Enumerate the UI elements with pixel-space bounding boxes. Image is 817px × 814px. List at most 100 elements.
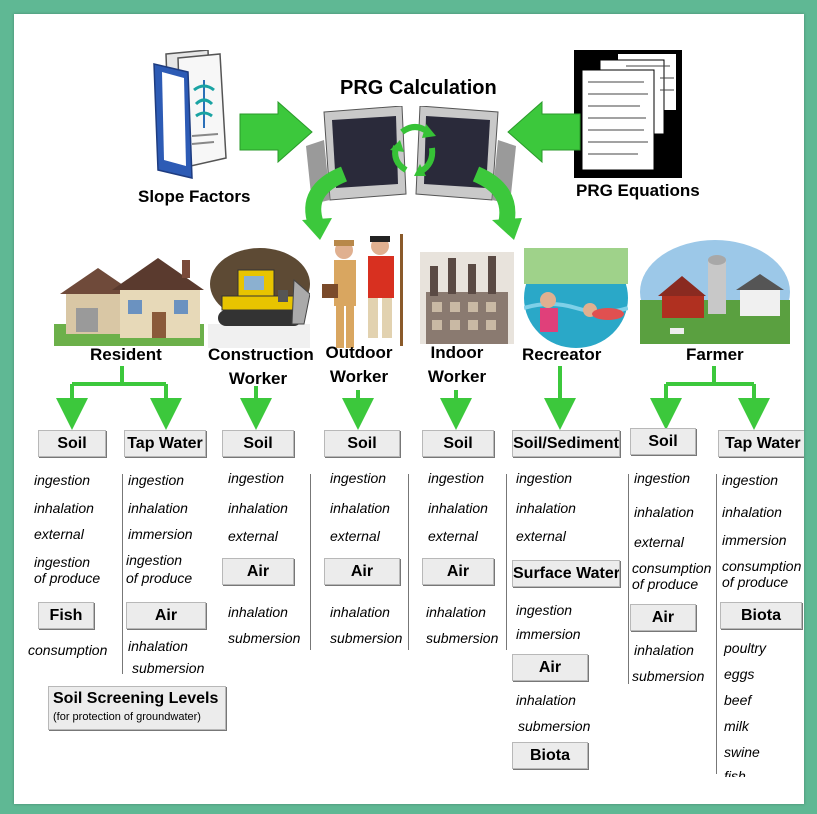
outdoor-air-header: Air (324, 558, 400, 585)
resident-soil-item: external (34, 526, 84, 542)
farmer-tap-header: Tap Water (718, 430, 804, 457)
recreator-soil-header: Soil/Sediment (512, 430, 620, 457)
construction-soil-item: ingestion (228, 470, 285, 486)
outdoor-worker-label: Outdoor Worker (316, 342, 402, 387)
house-icon (54, 254, 204, 346)
indoor-air-item: inhalation (426, 604, 486, 620)
recreator-soil-item: ingestion (516, 470, 573, 486)
farmer-biota-item: poultry (724, 640, 767, 656)
farmer-biota-item: milk (724, 718, 749, 734)
indoor-soil-item: ingestion (428, 470, 485, 486)
recreator-sw-item: immersion (516, 626, 581, 642)
farmer-tap-item: consumption (722, 558, 802, 574)
farmer-soil-item: ingestion (634, 470, 691, 486)
slope-factors-label: Slope Factors (138, 187, 251, 206)
recreator-biota-header: Biota (512, 742, 588, 769)
divider-line (628, 474, 629, 684)
resident-soil-item: of produce (34, 570, 101, 586)
indoor-air-item: submersion (426, 630, 499, 646)
resident-label: Resident (90, 345, 162, 364)
divider-line (506, 474, 507, 650)
farmer-biota-item: beef (724, 692, 752, 708)
ssl-header: Soil Screening Levels (53, 690, 219, 707)
construction-label-line2: Worker (228, 369, 288, 388)
farmer-tap-item: of produce (722, 574, 789, 590)
outdoor-air-item: inhalation (330, 604, 390, 620)
resident-tap-item: of produce (126, 570, 193, 586)
ssl-subtitle: (for protection of groundwater) (53, 711, 201, 723)
prg-equations-label: PRG Equations (576, 181, 700, 200)
resident-tap-item: inhalation (128, 500, 188, 516)
farmer-soil-header: Soil (630, 428, 696, 455)
indoor-label-line2: Worker (427, 367, 487, 386)
ssl-box: Soil Screening Levels (for protection of… (48, 686, 226, 730)
farmer-air-item: submersion (632, 668, 705, 684)
recreator-soil-item: inhalation (516, 500, 576, 516)
divider-line (716, 474, 717, 774)
construction-label-line1: Construction (208, 345, 314, 364)
resident-tap-item: ingestion (128, 472, 185, 488)
recycle-arrows-icon (388, 120, 442, 180)
construction-air-header: Air (222, 558, 294, 585)
resident-fish-header: Fish (38, 602, 94, 629)
indoor-label-line1: Indoor (430, 343, 484, 362)
resident-tap-header: Tap Water (124, 430, 206, 457)
farmer-biota-item: eggs (724, 666, 755, 682)
indoor-air-header: Air (422, 558, 494, 585)
outdoor-label-line2: Worker (329, 367, 389, 386)
indoor-worker-label: Indoor Worker (414, 342, 500, 387)
construction-air-item: inhalation (228, 604, 288, 620)
farmer-air-header: Air (630, 604, 696, 631)
construction-soil-header: Soil (222, 430, 294, 457)
resident-air-item: inhalation (128, 638, 188, 654)
resident-soil-item: ingestion (34, 554, 91, 570)
bulldozer-icon (208, 240, 310, 348)
recreator-surface-water-header: Surface Water (512, 560, 620, 587)
prg-diagram: PRG Calculation Slope Factors PRG Equati… (14, 14, 804, 804)
recreator-air-item: submersion (518, 718, 591, 734)
outdoor-label-line1: Outdoor (325, 343, 393, 362)
factory-icon (420, 252, 514, 344)
workers-icon (316, 232, 412, 350)
resident-soil-item: inhalation (34, 500, 94, 516)
equations-sheet-icon (574, 50, 682, 178)
construction-air-item: submersion (228, 630, 301, 646)
construction-soil-item: inhalation (228, 500, 288, 516)
outdoor-soil-item: external (330, 528, 380, 544)
recreator-sw-item: ingestion (516, 602, 573, 618)
farmer-air-item: inhalation (634, 642, 694, 658)
farmer-soil-item: consumption (632, 560, 712, 576)
farmer-biota-item: swine (724, 744, 760, 760)
outdoor-air-item: submersion (330, 630, 403, 646)
construction-soil-item: external (228, 528, 278, 544)
recreator-label: Recreator (522, 345, 602, 364)
document-icon (152, 50, 234, 182)
swimmer-icon (524, 248, 628, 348)
divider-line (122, 474, 123, 674)
farmer-tap-item: ingestion (722, 472, 779, 488)
farmer-tap-item: immersion (722, 532, 787, 548)
farmer-label: Farmer (686, 345, 744, 364)
farmer-soil-item: of produce (632, 576, 699, 592)
divider-line (310, 474, 311, 650)
outdoor-soil-item: ingestion (330, 470, 387, 486)
recreator-soil-item: external (516, 528, 566, 544)
farmer-soil-item: external (634, 534, 684, 550)
indoor-soil-item: external (428, 528, 478, 544)
outdoor-soil-item: inhalation (330, 500, 390, 516)
farmer-biota-item: fish (724, 768, 746, 777)
recreator-air-item: inhalation (516, 692, 576, 708)
farmer-biota-header: Biota (720, 602, 802, 629)
construction-worker-label: Construction Worker (208, 344, 314, 389)
indoor-soil-header: Soil (422, 430, 494, 457)
resident-tap-item: immersion (128, 526, 193, 542)
divider-line (408, 474, 409, 650)
farmer-tap-item: inhalation (722, 504, 782, 520)
recreator-air-header: Air (512, 654, 588, 681)
resident-soil-item: ingestion (34, 472, 91, 488)
resident-tap-item: ingestion (126, 552, 183, 568)
resident-air-item: submersion (132, 660, 205, 676)
farm-icon (640, 240, 790, 344)
resident-fish-item: consumption (28, 642, 108, 658)
farmer-soil-item: inhalation (634, 504, 694, 520)
